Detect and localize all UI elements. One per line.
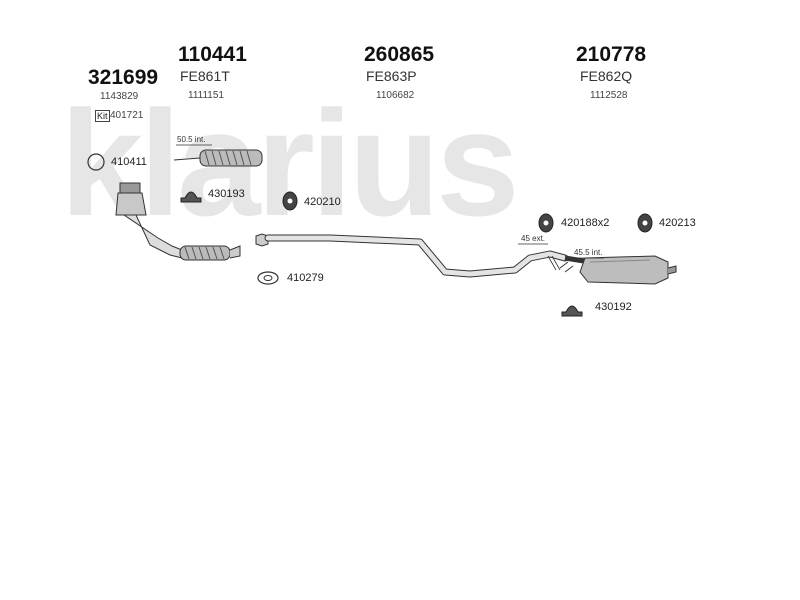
kit-badge: Kit (95, 110, 110, 122)
part-number-110441: 110441 (178, 43, 247, 66)
part-ref-1112528: 1112528 (590, 90, 628, 101)
label-430193: 430193 (208, 188, 245, 200)
part-number-260865: 260865 (364, 43, 435, 66)
label-420213: 420213 (659, 217, 696, 229)
ring-410411-icon (87, 153, 105, 171)
mount-420213-icon (637, 213, 653, 233)
rear-silencer-icon (559, 255, 677, 285)
label-410411: 410411 (111, 156, 147, 168)
clamp-430192-icon (561, 305, 583, 317)
part-ref-1106682: 1106682 (376, 90, 415, 101)
kit-ref: 401721 (110, 110, 144, 121)
part-ref-1143829: 1143829 (100, 91, 139, 102)
gasket-410279-icon (257, 271, 279, 285)
measure-45-5-int: 45.5 int. (574, 248, 603, 257)
front-flex-pipe-icon (173, 144, 263, 167)
label-430192: 430192 (595, 301, 632, 313)
label-420210: 420210 (304, 196, 341, 208)
middle-pipe-icon (255, 233, 569, 278)
measure-50-5-int: 50.5 int. (177, 135, 206, 144)
label-410279: 410279 (287, 272, 324, 284)
part-number-210778: 210778 (576, 43, 647, 66)
label-420188x2: 420188x2 (561, 217, 610, 229)
part-code-fe861t: FE861T (180, 68, 230, 84)
clamp-430193-icon (180, 191, 202, 203)
part-code-fe862q: FE862Q (580, 68, 633, 84)
measure-45-ext: 45 ext. (521, 234, 546, 243)
catalyst-downpipe-icon (115, 182, 241, 261)
part-code-fe863p: FE863P (366, 68, 417, 84)
mount-420188-icon (538, 213, 554, 233)
part-number-321699: 321699 (88, 66, 159, 89)
mount-420210-icon (282, 191, 298, 211)
part-ref-1111151: 1111151 (188, 90, 224, 101)
